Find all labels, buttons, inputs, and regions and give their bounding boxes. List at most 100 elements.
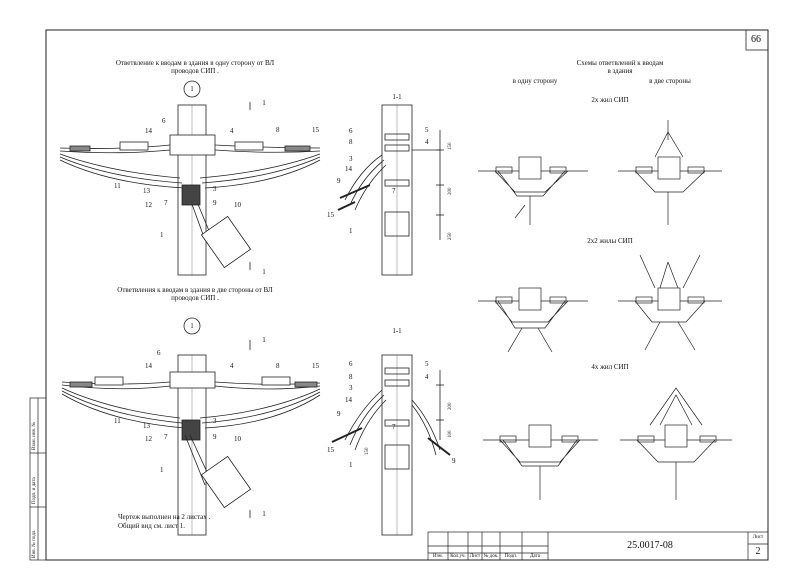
scheme-row1-two-side [618,120,722,225]
title-one-side-line1: Ответвление к вводам в здания в одну сто… [115,59,275,67]
side-label-15: 15 [327,211,334,219]
side-label-5-b: 5 [425,360,429,368]
label-4-b: 4 [230,362,234,370]
sheet-number: 2 [755,546,761,557]
label-13: 13 [143,187,150,195]
view-marker-top: 1 [190,85,194,93]
label-9: 9 [213,199,217,207]
label-6: 6 [162,117,166,125]
side-label-9: 9 [337,177,341,185]
col-one-side: в одну сторону [512,77,558,85]
label-13-b: 13 [143,422,150,430]
label-14-b: 14 [145,362,152,370]
side-label-6: 6 [349,127,353,135]
side-label-4-b: 4 [425,373,429,381]
label-9-b: 9 [213,433,217,441]
label-3-b: 3 [213,417,217,425]
section-label-bottom: 1-1 [392,327,402,335]
scheme-row3-two-side [620,387,732,500]
title-two-side-line1: Ответвления к вводам в здания в две стор… [117,286,273,294]
col-two-side: в две стороны [649,77,691,85]
plan-view-two-side [61,340,321,536]
label-10-b: 10 [234,435,241,443]
sheet-frame [45,29,769,561]
cut-mark-4: 1 [262,510,266,518]
doc-code: 25.0017-08 [627,540,673,551]
scheme-row2-one-side [478,287,588,353]
stamp-izm: Изм. [433,554,443,559]
cut-mark-3: 1 [262,336,266,344]
section-label-top: 1-1 [392,93,402,101]
schemes-title-line2: в здания [607,67,633,75]
side-label-8-b: 8 [349,373,353,381]
scheme-row1-one-side [478,156,588,225]
label-10: 10 [234,201,241,209]
schemes [478,120,732,500]
title-one-side-line2: проводов СИП . [171,67,219,75]
label-8-b: 8 [276,362,280,370]
dim-100-bottom: 100 [448,430,453,439]
page-number-top: 66 [751,34,761,45]
side-label-3-b: 3 [349,384,353,392]
label-4: 4 [230,127,234,135]
note-line2: Общий вид см. лист 1. [118,522,186,530]
row3-label: 4х жил СИП [591,363,629,371]
dim-150-top: 150 [448,142,453,151]
view-circle-top [183,80,201,98]
side-label-1-b: 1 [349,461,353,469]
sheet-label: Лист [752,535,764,540]
view-marker-bottom: 1 [190,322,194,330]
side-stamp [29,397,47,561]
stamp-podp: Подп. [504,554,518,559]
label-11: 11 [114,182,121,190]
label-3: 3 [213,185,217,193]
side-label-8: 8 [349,138,353,146]
side-label-4: 4 [425,138,429,146]
side-stamp-podp: Подп. и дата [32,477,37,504]
stamp-list: Лист [469,554,481,559]
dim-200-top: 200 [448,187,453,196]
label-7: 7 [164,199,168,207]
view-circle-bottom [183,317,201,335]
label-11-b: 11 [114,417,121,425]
stamp-kol: Кол.уч. [450,554,466,559]
side-label-14: 14 [345,165,352,173]
label-1: 1 [160,231,164,239]
side-label-14-b: 14 [345,396,352,404]
label-14: 14 [145,127,152,135]
side-label-5: 5 [425,126,429,134]
schemes-title-line1: Схемы ответвлений к вводам [576,59,664,67]
title-two-side-line2: проводов СИП . [171,294,219,302]
cut-mark-2: 1 [262,268,266,276]
scheme-row2-two-side [618,254,722,351]
label-12: 12 [145,201,152,209]
side-label-7: 7 [392,187,396,195]
side-label-9-b: 9 [337,410,341,418]
side-stamp-inv: Инв. № подл. [32,529,37,559]
label-8: 8 [276,126,280,134]
dim-200-bottom: 200 [448,402,453,411]
side-view-two-side [331,354,451,536]
label-1-b: 1 [160,466,164,474]
note-line1: Чертеж выполнен на 2 листах . [118,513,211,521]
page-number-box [745,29,769,51]
side-label-1: 1 [349,227,353,235]
side-label-7-b: 7 [392,423,396,431]
label-12-b: 12 [145,435,152,443]
side-label-9-b2: 9 [452,457,456,465]
side-label-3: 3 [349,155,353,163]
label-7-b: 7 [164,433,168,441]
dim-150-bottom: 150 [365,447,370,456]
row2-label: 2х2 жилы СИП [587,237,633,245]
row1-label: 2х жил СИП [591,96,629,104]
label-15: 15 [312,126,319,134]
title-block [427,531,769,561]
cut-mark-1: 1 [262,99,266,107]
stamp-doc: № док. [483,554,499,559]
side-view-one-side [337,104,444,276]
label-15-b: 15 [312,362,319,370]
label-6-b: 6 [157,349,161,357]
stamp-data: Дата [530,554,540,559]
